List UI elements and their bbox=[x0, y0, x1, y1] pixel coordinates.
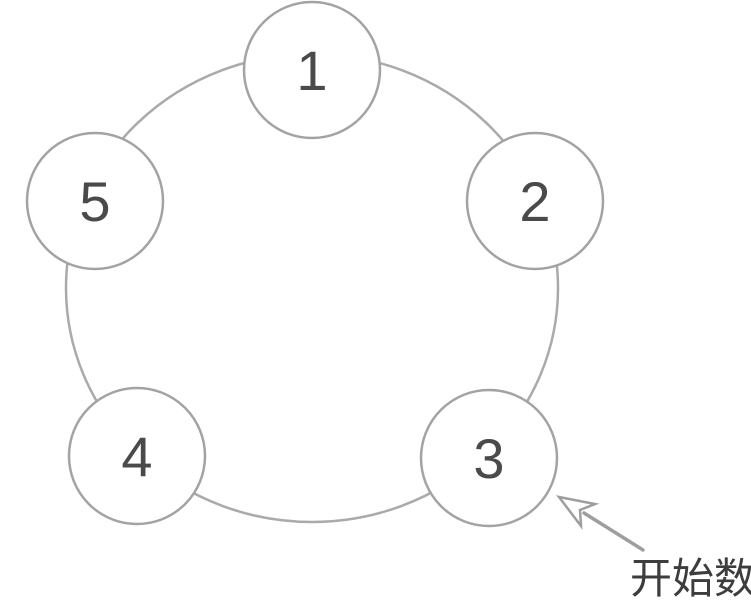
node-2-circle bbox=[465, 131, 605, 271]
node-4-label: 4 bbox=[121, 425, 152, 488]
node-3-circle bbox=[419, 388, 559, 528]
arrow-head-icon bbox=[556, 495, 600, 531]
node-1: 1 bbox=[242, 0, 382, 140]
node-5: 5 bbox=[25, 131, 165, 271]
arrow-line bbox=[582, 511, 645, 552]
node-4-circle bbox=[67, 386, 207, 526]
node-5-circle bbox=[25, 131, 165, 271]
start-annotation: 开始数 bbox=[556, 495, 751, 602]
node-2-label: 2 bbox=[519, 170, 550, 233]
node-3: 3 bbox=[419, 388, 559, 528]
annotation-label: 开始数 bbox=[630, 555, 751, 602]
node-2: 2 bbox=[465, 131, 605, 271]
node-4: 4 bbox=[67, 386, 207, 526]
node-1-circle bbox=[242, 0, 382, 140]
node-5-label: 5 bbox=[79, 170, 110, 233]
node-1-label: 1 bbox=[296, 39, 327, 102]
node-3-label: 3 bbox=[473, 427, 504, 490]
